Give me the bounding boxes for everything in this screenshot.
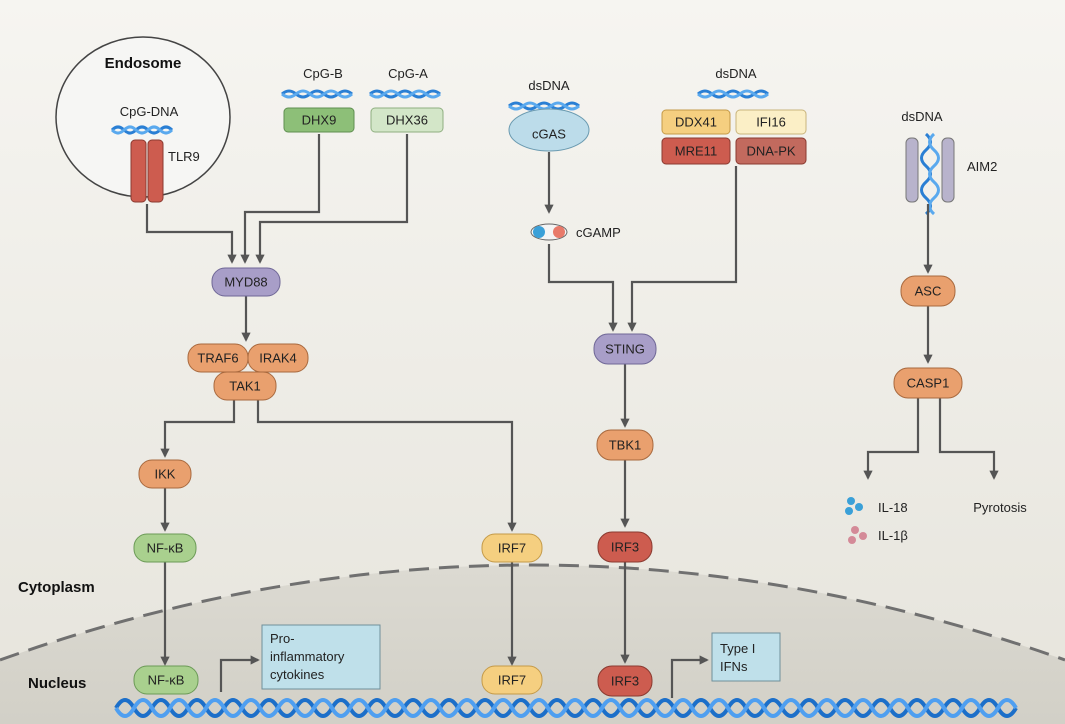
dsdna-ddx41-helix [697, 89, 769, 99]
nucleus-label: Nucleus [28, 675, 86, 692]
aim2-receptor [905, 132, 955, 216]
asc-label: ASC [915, 284, 942, 299]
sting-label: STING [605, 342, 645, 357]
irak4-node [247, 343, 309, 373]
cpg-b-label: CpG-B [303, 66, 343, 81]
ddx41-label: DDX41 [675, 115, 717, 130]
nuclear-membrane [0, 563, 1065, 662]
proinflam-line2: inflammatory [270, 649, 345, 664]
cpg-a-label: CpG-A [388, 66, 428, 81]
casp1-label: CASP1 [907, 376, 950, 391]
irf3-nuc-node [597, 665, 653, 697]
dsdna-cgas-label: dsDNA [528, 78, 570, 93]
asc-node [900, 275, 956, 307]
ikk-node [138, 459, 192, 489]
ikk-label: IKK [155, 467, 176, 482]
aim2-label: AIM2 [967, 159, 997, 174]
dhx9-box [283, 107, 355, 133]
dnapk-box [735, 137, 807, 165]
casp1-node [893, 367, 963, 399]
nfkb-cyto-node [133, 533, 197, 563]
arrow-tak1-ikk [160, 400, 236, 458]
cytoplasm-label: Cytoplasm [18, 579, 95, 596]
nfkb-cyto-label: NF-κB [147, 541, 184, 556]
endosome-label: Endosome [105, 55, 182, 72]
tlr9-label: TLR9 [168, 149, 200, 164]
myd88-node [211, 267, 281, 297]
cgamp-label: cGAMP [576, 225, 621, 240]
il1b-label: IL-1β [878, 528, 908, 543]
irf7-nuc-node [481, 665, 543, 695]
myd88-label: MYD88 [224, 275, 267, 290]
arrow-ddx41-sting [627, 166, 738, 332]
tbk1-label: TBK1 [609, 438, 642, 453]
typei-line2: IFNs [720, 659, 748, 674]
arrow-casp1-pyrotosis [938, 398, 999, 480]
irf7-cyto-label: IRF7 [498, 541, 526, 556]
dsdna-ddx41-label: dsDNA [715, 66, 757, 81]
irf7-cyto-node [481, 533, 543, 563]
dhx9-label: DHX9 [302, 113, 337, 128]
arrow-dhx36-myd88 [255, 134, 409, 264]
tak1-node [213, 371, 277, 401]
type-i-ifns-box [711, 632, 781, 682]
il18-label: IL-18 [878, 500, 908, 515]
nuclear-dna-helix [114, 698, 1018, 718]
arrow-nfkb-cytokines [219, 655, 260, 692]
irf3-cyto-node [597, 531, 653, 563]
typei-line1: Type I [720, 641, 755, 656]
tak1-label: TAK1 [229, 379, 261, 394]
cgas-enzyme [508, 108, 590, 152]
arrow-casp1-il [863, 398, 920, 480]
proinflam-line1: Pro- [270, 631, 295, 646]
mre11-box [661, 137, 731, 165]
irak4-label: IRAK4 [259, 351, 297, 366]
arrow-irf3-ifns [670, 655, 709, 698]
dsdna-aim2-label: dsDNA [901, 109, 943, 124]
sting-node [593, 333, 657, 365]
nfkb-nuc-node [133, 665, 199, 695]
ifi16-box [735, 109, 807, 135]
proinflam-line3: cytokines [270, 667, 325, 682]
cgamp-molecule [530, 223, 568, 241]
dnapk-label: DNA-PK [746, 144, 795, 159]
nfkb-nuc-label: NF-κB [148, 673, 185, 688]
proinflammatory-cytokines-box [261, 624, 381, 690]
traf6-label: TRAF6 [197, 351, 238, 366]
dhx36-label: DHX36 [386, 113, 428, 128]
irf3-nuc-label: IRF3 [611, 674, 639, 689]
il1b-dots [848, 526, 867, 544]
il18-dots [845, 497, 863, 515]
ddx41-box [661, 109, 731, 135]
cpg-b-helix [281, 89, 353, 99]
irf7-nuc-label: IRF7 [498, 673, 526, 688]
irf3-cyto-label: IRF3 [611, 540, 639, 555]
tlr9-receptor [130, 139, 164, 203]
tbk1-node [596, 429, 654, 461]
arrow-tak1-irf7 [256, 400, 517, 532]
cpg-dna-label: CpG-DNA [120, 104, 179, 119]
cpg-dna-helix [110, 125, 174, 135]
dhx36-box [370, 107, 444, 133]
cpg-a-helix [369, 89, 441, 99]
cgas-label: cGAS [532, 127, 566, 142]
arrow-dhx9-myd88 [240, 134, 321, 264]
arrow-tlr9-myd88 [145, 204, 237, 264]
arrow-cgamp-sting [547, 244, 618, 332]
pyrotosis-label: Pyrotosis [973, 500, 1027, 515]
ifi16-label: IFI16 [756, 115, 786, 130]
mre11-label: MRE11 [675, 144, 717, 159]
